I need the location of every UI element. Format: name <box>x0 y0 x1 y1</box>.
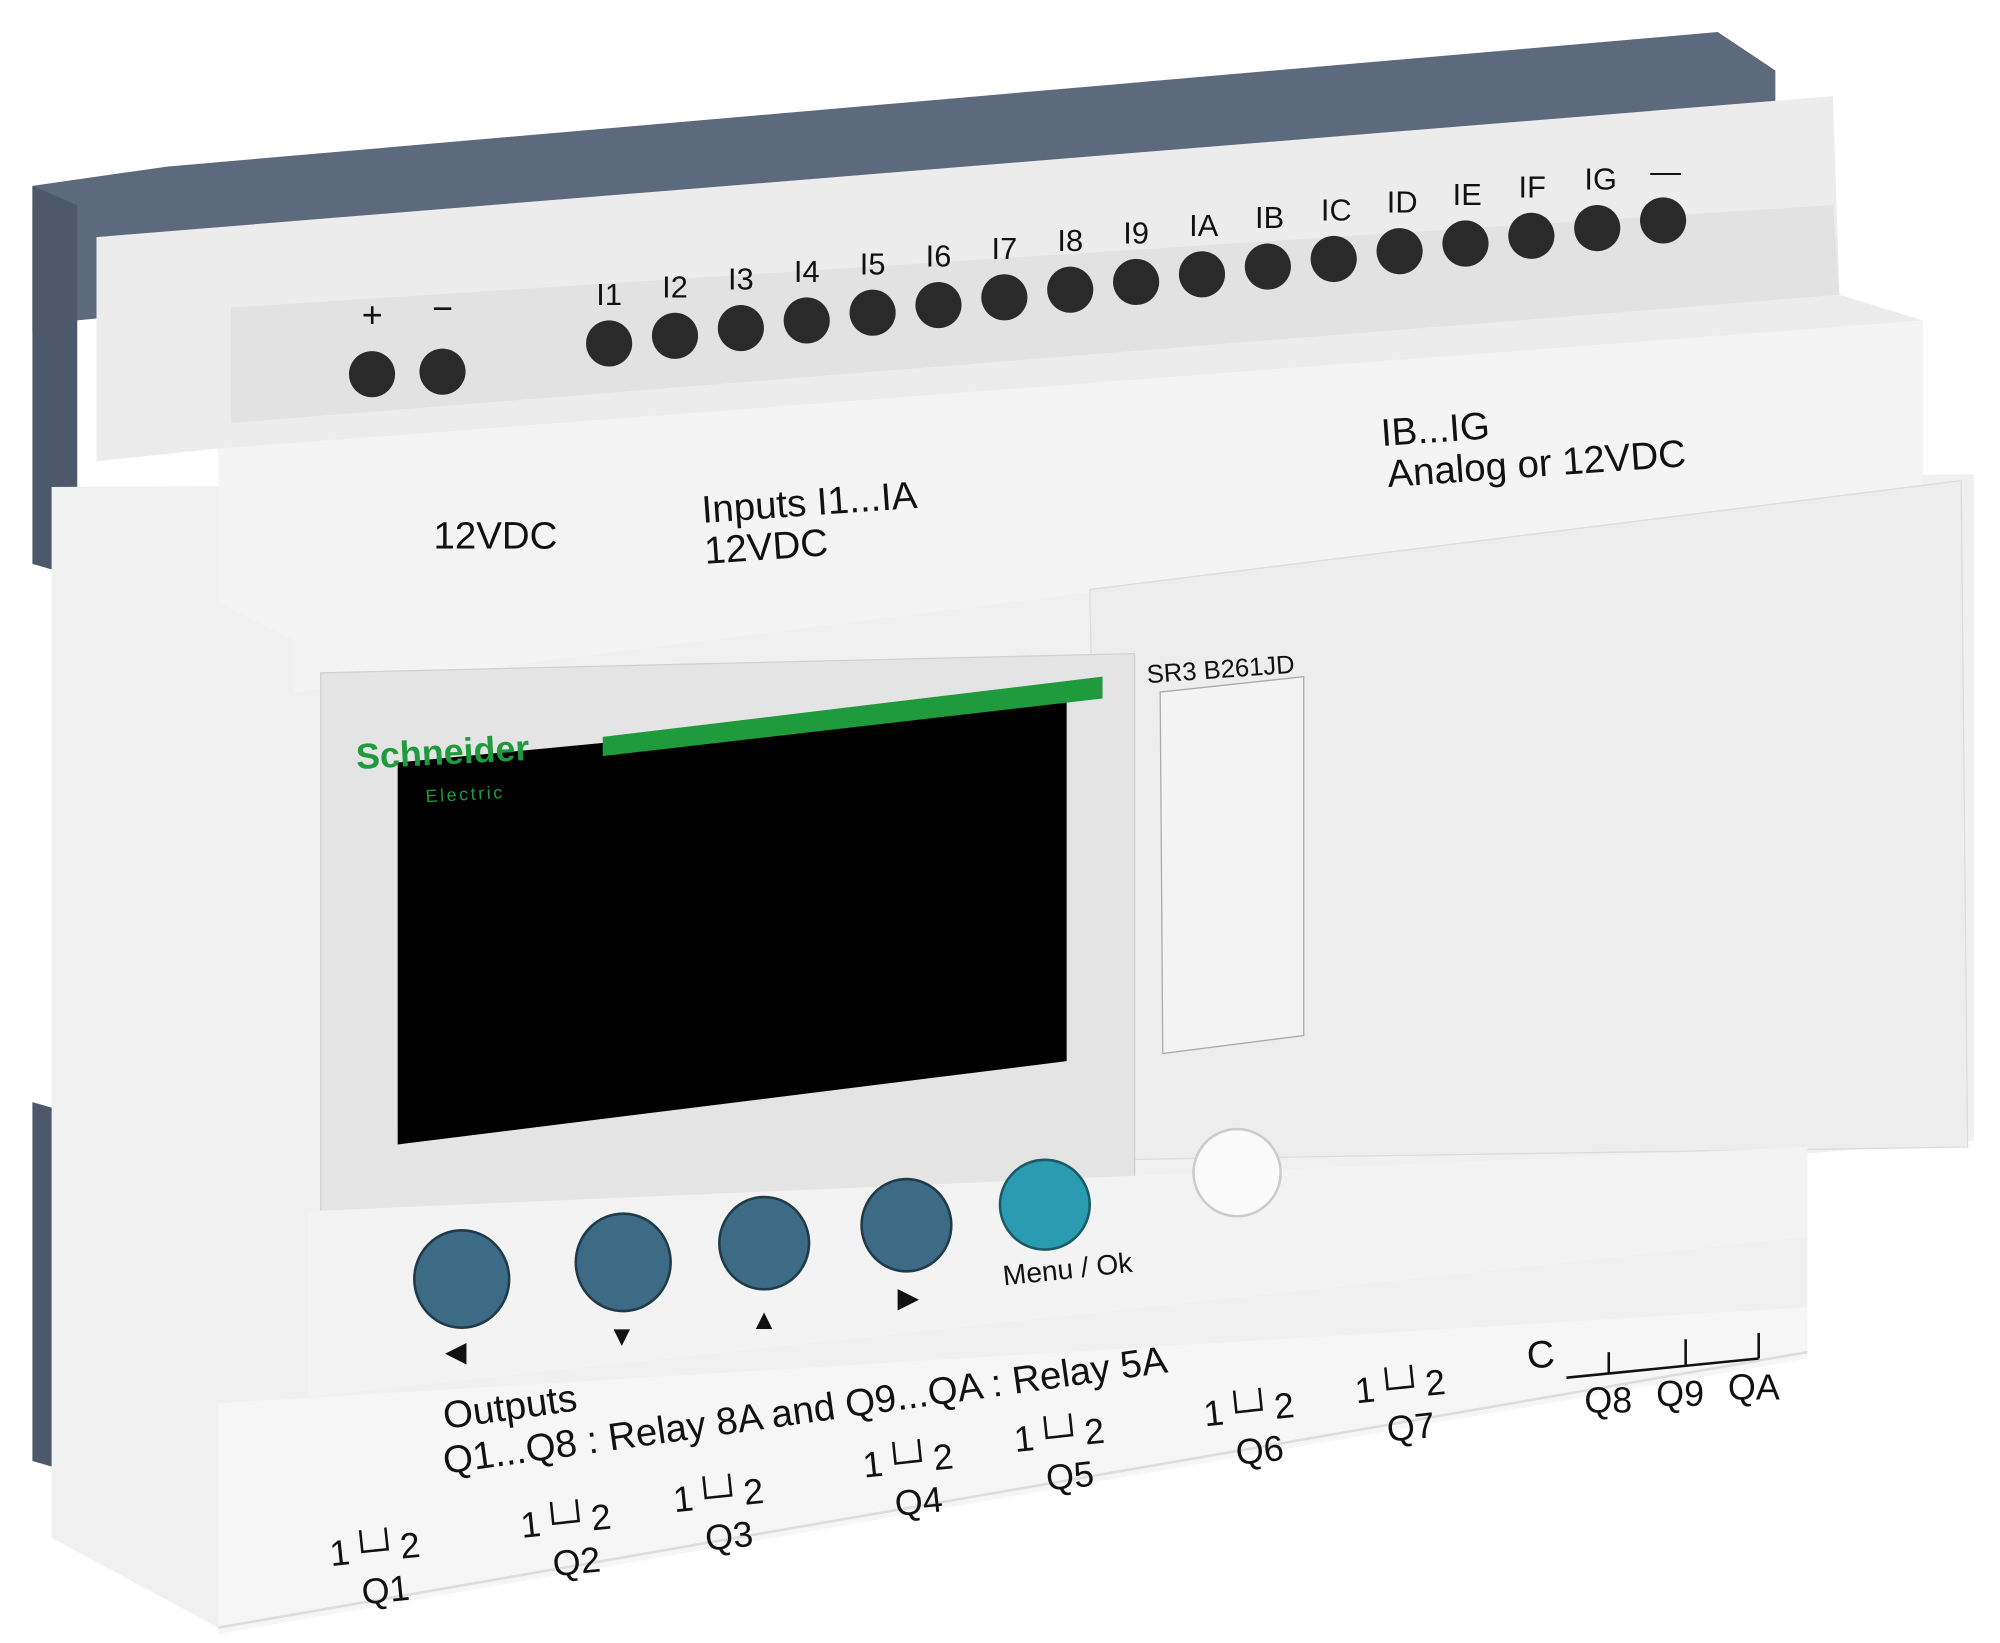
analog-inputs-label: IB...IG <box>1380 404 1492 454</box>
relay-contact-symbol: 1└┘2 <box>1012 1410 1107 1460</box>
memory-slot-cover <box>1159 675 1305 1055</box>
input-terminals: I1 I2 I3 I4 I5 I6 I7 I8 I9 IA IB IC ID IE IF IG — <box>586 154 1687 367</box>
relay-contact-symbol: 1└┘2 <box>1202 1384 1297 1434</box>
brand-green-bar <box>602 676 1103 757</box>
input-terminal-screw[interactable] <box>1508 212 1555 259</box>
relay-output-label: Q6 <box>1234 1428 1286 1473</box>
inputs-voltage-label: 12VDC <box>703 521 830 573</box>
din-clip-left <box>32 185 78 577</box>
input-terminal-screw[interactable] <box>1442 220 1489 267</box>
left-arrow-icon: ◀ <box>445 1335 467 1367</box>
power-voltage-label: 12VDC <box>434 515 558 558</box>
up-arrow-icon: ▲ <box>750 1303 778 1335</box>
common-output-label: Q9 <box>1656 1374 1704 1414</box>
input-terminal-label: I6 <box>926 239 952 274</box>
input-terminal-label: I7 <box>992 231 1018 266</box>
input-terminal-screw[interactable] <box>1244 243 1291 290</box>
lcd-screen <box>397 698 1067 1145</box>
relay-contact-symbol: 1└┘2 <box>671 1470 766 1520</box>
input-terminal-label: ID <box>1387 185 1418 220</box>
input-terminal-screw[interactable] <box>651 312 699 359</box>
up-button[interactable] <box>718 1195 811 1291</box>
escape-button[interactable] <box>1192 1127 1282 1218</box>
power-plus-label: + <box>362 295 383 335</box>
input-terminal-label: IA <box>1189 208 1219 243</box>
input-terminal-label: I5 <box>860 246 886 281</box>
common-terminal-label: C <box>1525 1332 1556 1377</box>
input-terminal-label: IE <box>1453 177 1482 212</box>
input-terminal-screw[interactable] <box>1047 266 1094 313</box>
right-button[interactable] <box>860 1177 953 1273</box>
relay-contact-symbol: 1└┘2 <box>519 1496 614 1546</box>
down-button[interactable] <box>574 1212 672 1313</box>
relay-output-label: Q5 <box>1044 1454 1096 1499</box>
input-terminal-screw[interactable] <box>849 289 896 336</box>
input-terminal-label: I2 <box>662 269 688 304</box>
terminal-ridge <box>231 205 1840 423</box>
input-terminal-screw[interactable] <box>981 274 1028 321</box>
input-terminal-screw[interactable] <box>717 305 764 352</box>
relay-outputs: 1└┘2Q11└┘2Q21└┘2Q31└┘2Q41└┘2Q51└┘2Q61└┘2… <box>328 1361 1448 1612</box>
input-terminal-label: IF <box>1519 169 1546 204</box>
input-terminal-screw[interactable] <box>1574 205 1621 252</box>
input-terminal-screw[interactable] <box>1640 197 1687 244</box>
relay-output-label: Q4 <box>893 1479 945 1524</box>
common-outputs: Q8 Q9 QA <box>1584 1367 1779 1420</box>
input-terminal-label: — <box>1650 154 1681 189</box>
common-output-label: QA <box>1728 1367 1780 1407</box>
right-arrow-icon: ▶ <box>897 1281 919 1313</box>
input-terminal-screw[interactable] <box>586 320 633 367</box>
relay-output-label: Q3 <box>703 1514 755 1559</box>
keypad-strip <box>307 1147 1808 1397</box>
input-terminal-screw[interactable] <box>1310 235 1357 282</box>
relay-output-label: Q1 <box>360 1568 412 1613</box>
relay-output-label: Q2 <box>551 1540 603 1585</box>
down-arrow-icon: ▼ <box>608 1320 636 1352</box>
lower-edge <box>218 1350 1808 1629</box>
input-terminal-label: IB <box>1255 200 1284 235</box>
input-terminal-screw[interactable] <box>783 297 830 344</box>
input-terminal-label: I4 <box>794 254 820 289</box>
input-terminal-label: IG <box>1584 162 1616 197</box>
brand-logo-name: Schneider <box>355 728 530 777</box>
power-minus-screw[interactable] <box>419 348 466 395</box>
relay-contact-symbol: 1└┘2 <box>861 1435 956 1485</box>
input-terminal-screw[interactable] <box>1178 251 1226 298</box>
menu-ok-button[interactable] <box>998 1158 1091 1251</box>
input-terminal-label: I8 <box>1057 223 1083 258</box>
input-terminal-screw[interactable] <box>1113 258 1160 306</box>
input-terminal-screw[interactable] <box>915 281 962 329</box>
common-bus-line <box>1566 1332 1760 1379</box>
input-terminal-label: I1 <box>596 277 622 312</box>
upper-front-face <box>218 320 1923 693</box>
output-label-strip <box>218 1307 1808 1635</box>
common-output-label: Q8 <box>1584 1380 1632 1420</box>
power-plus-screw[interactable] <box>348 351 396 398</box>
input-terminal-label: I9 <box>1123 216 1149 251</box>
left-button[interactable] <box>413 1229 511 1330</box>
relay-contact-symbol: 1└┘2 <box>1353 1361 1448 1411</box>
relay-output-label: Q7 <box>1385 1405 1437 1450</box>
input-terminal-screw[interactable] <box>1376 228 1423 275</box>
input-terminal-label: IC <box>1321 192 1352 227</box>
power-minus-label: − <box>432 288 453 328</box>
brand-logo-sub: Electric <box>425 782 505 806</box>
input-terminal-label: I3 <box>728 262 754 297</box>
relay-contact-symbol: 1└┘2 <box>328 1524 423 1574</box>
